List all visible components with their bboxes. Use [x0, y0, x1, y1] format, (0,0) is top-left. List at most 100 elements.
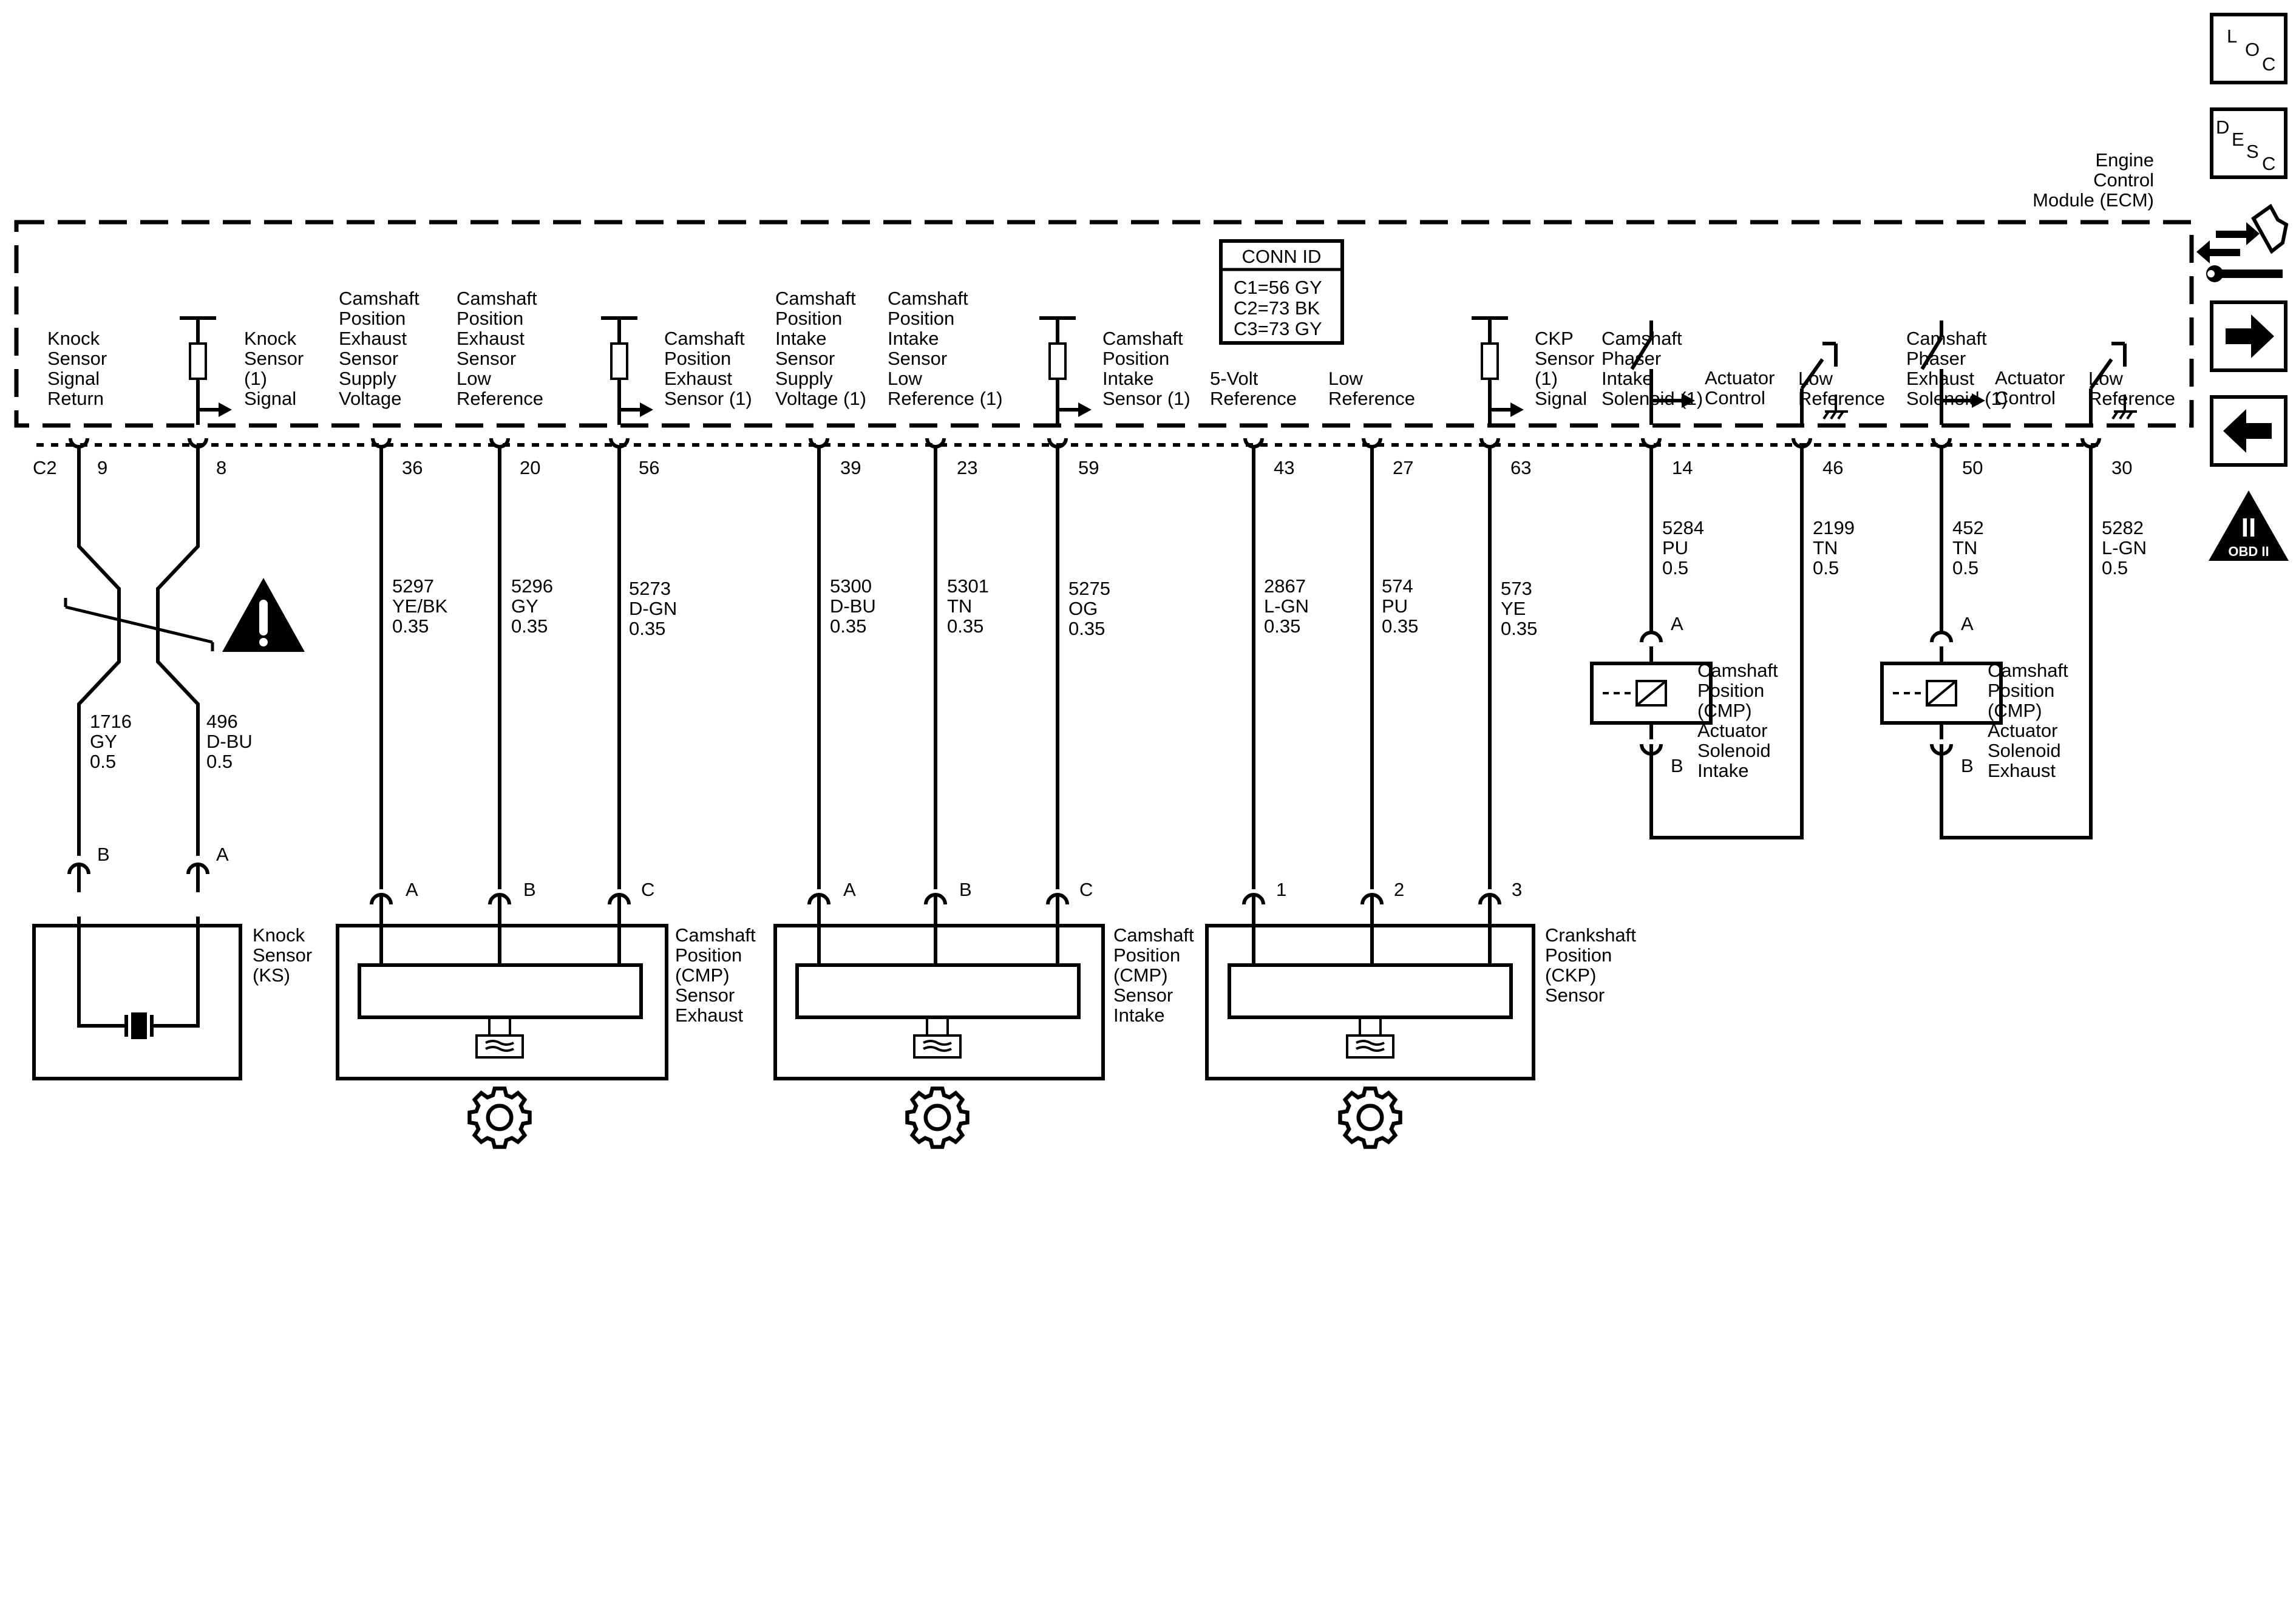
ecm-terminal-label: Voltage [339, 388, 401, 409]
ecm-terminal-label: Position [664, 348, 731, 369]
ecm-title-line: Module (ECM) [2033, 189, 2154, 211]
ecm-pin-number: 27 [1393, 457, 1413, 478]
arrow-left-icon[interactable] [2210, 395, 2288, 467]
ecm-terminal-label: Reference [1210, 388, 1297, 409]
wire-label: 5301 [947, 575, 989, 597]
arrow-right-icon[interactable] [2210, 300, 2288, 372]
ecm-terminal-label: Sensor [244, 348, 304, 369]
wire-label: 5296 [511, 575, 553, 597]
ecm-pin-connector [1362, 438, 1382, 449]
ecm-terminal-label: Camshaft [888, 288, 968, 309]
ecm-terminal-label: Phaser [1906, 348, 1966, 369]
component-pin-label: C [641, 879, 654, 900]
ecm-terminal-label: Return [47, 388, 104, 409]
ckp-sensor-label: (CKP) [1545, 964, 1596, 986]
component-pin-label: A [1671, 613, 1683, 634]
ecm-pin-connector [809, 438, 829, 449]
side-toolbar: L O C D E S C II O [2196, 13, 2289, 561]
ckp-sensor-label: Sensor [1545, 985, 1605, 1006]
ecm-title-line: Engine [2095, 149, 2154, 171]
low-reference-switch-icon [1800, 342, 1848, 425]
component-pin-label: A [1961, 613, 1974, 634]
wire-label: D-BU [830, 595, 876, 617]
loc-icon[interactable]: L O C [2210, 13, 2288, 84]
wire-label: 5282 [2102, 517, 2144, 538]
ecm-terminal-label: Supply [775, 368, 833, 389]
wire-label: 0.5 [206, 751, 233, 772]
ecm-pin-number: 8 [216, 457, 226, 478]
ecm-pin-connector [2080, 438, 2101, 449]
ecm-terminal-label: Reference [2088, 388, 2175, 409]
wire-label: GY [90, 731, 117, 752]
component-pin-label: B [97, 844, 110, 865]
ecm-terminal-sublabel: Control [1705, 387, 1765, 408]
component-pin-label: B [959, 879, 972, 900]
ecm-terminal-label: Sensor (1) [1102, 388, 1190, 409]
component-pin-label: A [216, 844, 229, 865]
component-pin-label: A [843, 879, 856, 900]
wire-label: YE [1501, 598, 1526, 619]
wire-label: L-GN [2102, 537, 2147, 558]
ecm-terminal-label: Position [775, 308, 842, 329]
ecm-terminal-label: Signal [1535, 388, 1587, 409]
ecm-terminal-label: Camshaft [775, 288, 856, 309]
wire-5282 [1940, 447, 2093, 839]
wire-label: 0.35 [629, 618, 665, 639]
ecm-pin-number: 14 [1672, 457, 1693, 478]
ecm-pin-number: 23 [957, 457, 977, 478]
wire-label: L-GN [1264, 595, 1309, 617]
ecm-pin-number: 56 [639, 457, 659, 478]
ecm-terminal-label: Sensor [457, 348, 516, 369]
ecm-pin-connector [489, 438, 510, 449]
cmp-exhaust-sensor-label: Position [675, 944, 742, 966]
driver-switch-icon [1630, 320, 1695, 425]
pullup-resistor-icon [1039, 316, 1092, 425]
ecm-title-line: Control [2093, 169, 2154, 191]
wire-label: PU [1662, 537, 1688, 558]
ecm-pin-number: 20 [520, 457, 540, 478]
component-pin-connector [1930, 631, 1953, 643]
driver-switch-icon [1920, 320, 1985, 425]
knock-sensor-label: Knock [253, 924, 305, 946]
component-pin-label: B [1671, 755, 1683, 776]
desc-letter: S [2246, 141, 2259, 162]
wire-label: 0.5 [1662, 557, 1688, 578]
ecm-pin-connector [1047, 438, 1068, 449]
ecm-terminal-label: Knock [244, 328, 297, 349]
gear-icon [470, 1088, 530, 1147]
knock-sensor: Knock Sensor (KS) [32, 917, 312, 1080]
component-pin-connector [1640, 631, 1663, 643]
cmp-intake-sensor-label: Position [1113, 944, 1180, 966]
cmp-actuator-intake-label: Actuator [1697, 720, 1767, 741]
conn-id-title: CONN ID [1242, 246, 1322, 267]
ecm-terminal-label: Camshaft [457, 288, 537, 309]
diagnostic-tool-icon[interactable] [2196, 203, 2289, 282]
ecm-terminal-label: Intake [1102, 368, 1153, 389]
wire-label: TN [947, 595, 972, 617]
wire-label: 0.35 [511, 615, 548, 637]
component-pin-label: 2 [1394, 879, 1404, 900]
loc-letter: O [2245, 39, 2260, 60]
loc-letter: C [2262, 53, 2275, 75]
wire-label: 0.35 [830, 615, 866, 637]
cmp-actuator-intake-label: Camshaft [1697, 660, 1778, 681]
ecm-terminal-label: Intake [888, 328, 939, 349]
cmp-actuator-solenoid-exhaust: Camshaft Position (CMP) Actuator Solenoi… [1880, 646, 2068, 781]
low-reference-switch-icon [2089, 342, 2137, 425]
ecm-boundary [14, 220, 2194, 428]
ecm-terminal-label: Low [1328, 368, 1363, 389]
desc-icon[interactable]: D E S C [2210, 107, 2288, 179]
obd2-icon[interactable]: II OBD II [2209, 490, 2289, 561]
obd2-text: OBD II [2228, 544, 2269, 559]
ckp-sensor-label: Crankshaft [1545, 924, 1636, 946]
ecm-pin-connector [609, 438, 630, 449]
cmp-actuator-intake-label: Intake [1697, 760, 1748, 781]
ecm-terminal-label: Sensor [888, 348, 947, 369]
knock-sensor-label: Sensor [253, 944, 312, 966]
ecm-pin-connector [69, 438, 89, 449]
conn-id-line: C2=73 BK [1234, 297, 1320, 319]
wire-2199 [1649, 447, 1804, 839]
cmp-actuator-exhaust-label: Position [1988, 680, 2054, 701]
gear-icon [1340, 1088, 1401, 1147]
